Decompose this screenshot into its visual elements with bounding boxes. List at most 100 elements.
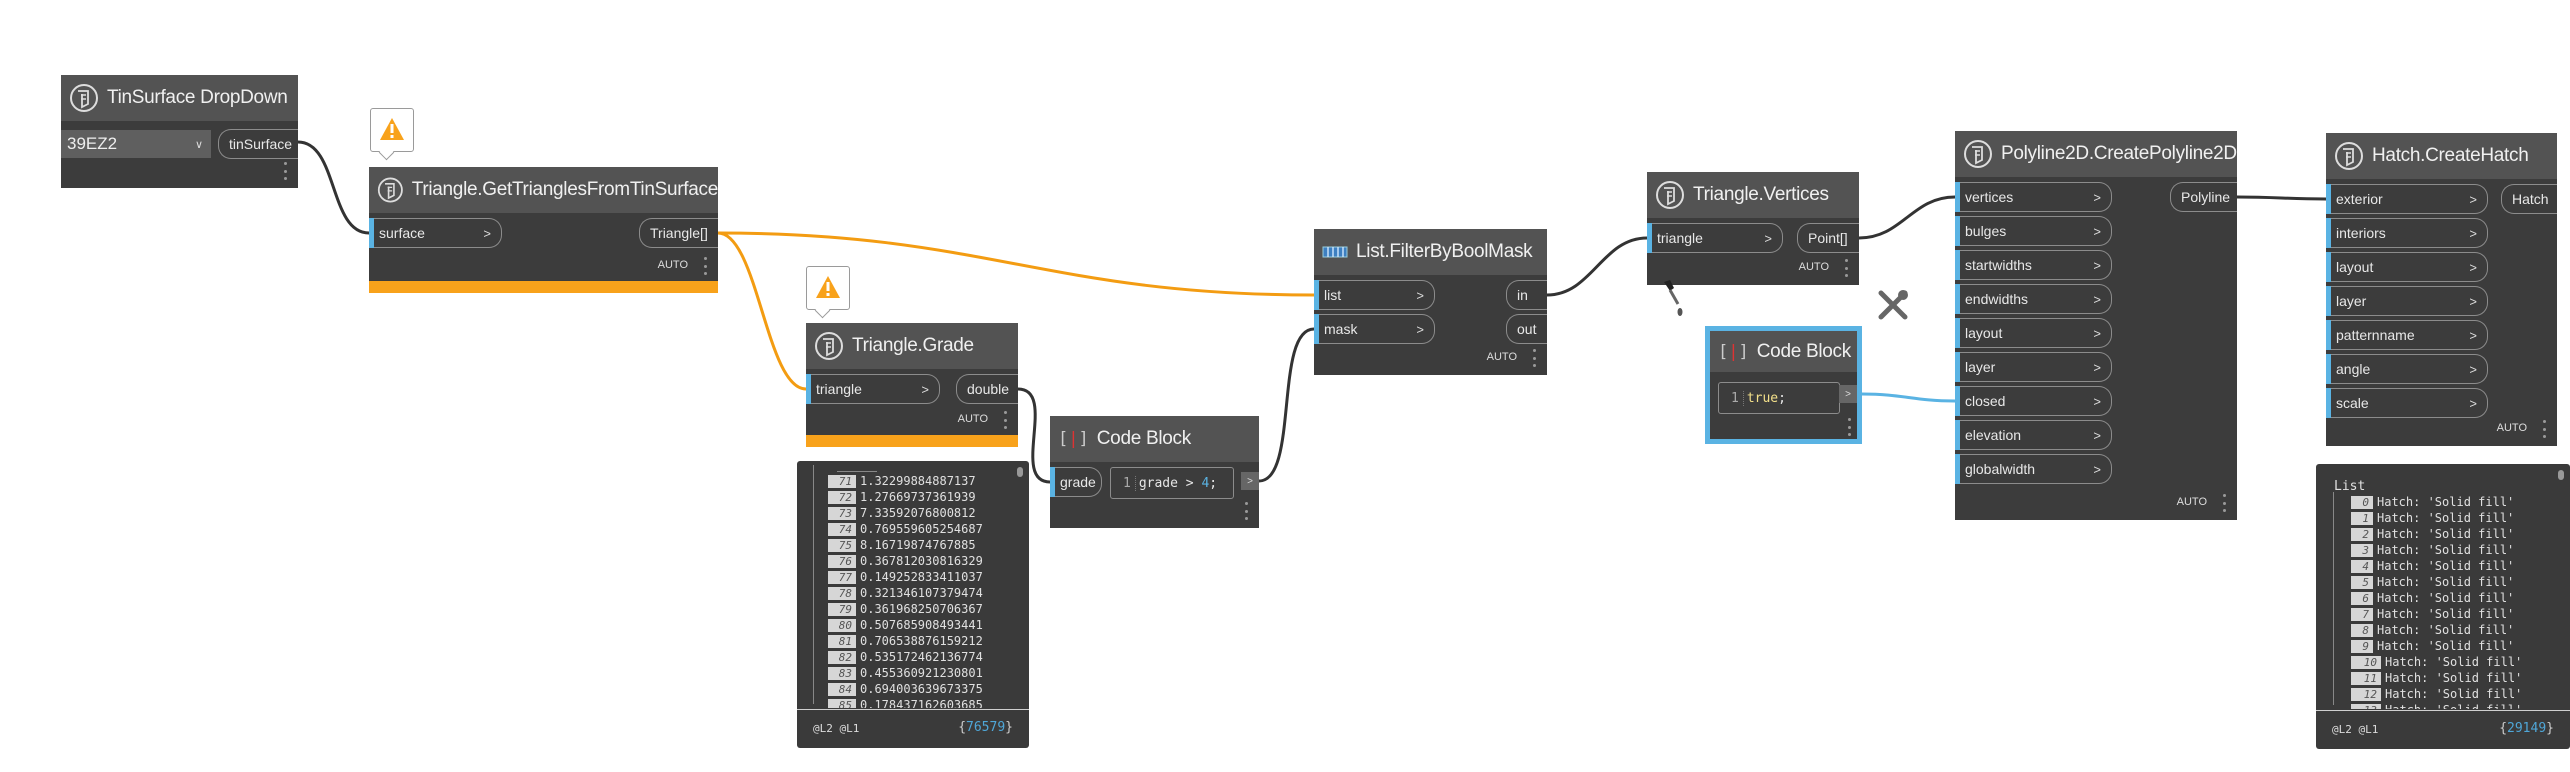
- node-menu-icon[interactable]: [1845, 259, 1849, 277]
- list-value: Hatch: 'Solid fill': [2377, 559, 2515, 573]
- node-header[interactable]: List.FilterByBoolMask: [1314, 229, 1547, 275]
- node-menu-icon[interactable]: [1848, 418, 1852, 436]
- input-port-layout[interactable]: layout>: [1955, 318, 2112, 348]
- scrollbar[interactable]: [2558, 470, 2564, 480]
- input-port-list[interactable]: list>: [1314, 280, 1435, 310]
- list-levels[interactable]: @L2 @L1: [2332, 723, 2379, 736]
- input-port-layer[interactable]: layer>: [1955, 352, 2112, 382]
- wrench-icon[interactable]: [1876, 288, 1910, 322]
- node-polyline[interactable]: Polyline2D.CreatePolyline2D vertices> bulg…: [1955, 131, 2237, 520]
- input-port-scale[interactable]: scale>: [2326, 388, 2488, 418]
- output-port-double[interactable]: double: [956, 374, 1018, 404]
- output-port-tinsurface[interactable]: tinSurface: [218, 129, 298, 159]
- list-index: 1: [2351, 511, 2373, 525]
- input-port-layout[interactable]: layout>: [2326, 252, 2488, 282]
- node-hatch[interactable]: Hatch.CreateHatch exterior> interiors> layo…: [2326, 133, 2557, 446]
- chevron-right-icon: >: [2469, 191, 2477, 207]
- port-label: angle: [2336, 361, 2371, 377]
- input-port-angle[interactable]: angle>: [2326, 354, 2488, 384]
- node-header[interactable]: Triangle.Vertices: [1647, 172, 1859, 218]
- wire-dropdown-to-triangles[interactable]: [297, 140, 370, 235]
- input-port-interiors[interactable]: interiors>: [2326, 218, 2488, 248]
- input-port-layer[interactable]: layer>: [2326, 286, 2488, 316]
- list-item: 13Hatch: 'Solid fill': [2351, 702, 2522, 709]
- input-port-patternname[interactable]: patternname>: [2326, 320, 2488, 350]
- node-header[interactable]: [|]Code Block: [1050, 416, 1259, 462]
- node-menu-icon[interactable]: [1245, 502, 1249, 520]
- input-port-globalwidth[interactable]: globalwidth>: [1955, 454, 2112, 484]
- node-menu-icon[interactable]: [704, 257, 708, 275]
- node-header[interactable]: Hatch.CreateHatch: [2326, 133, 2557, 179]
- node-header[interactable]: Triangle.Grade: [806, 323, 1018, 369]
- node-header[interactable]: Triangle.GetTrianglesFromTinSurface: [369, 167, 718, 213]
- list-levels[interactable]: @L2 @L1: [813, 722, 860, 735]
- list-index: 78: [828, 586, 856, 600]
- output-port[interactable]: >: [1241, 472, 1259, 490]
- node-menu-icon[interactable]: [284, 162, 288, 180]
- wire-polyline-to-hatch[interactable]: [2236, 195, 2327, 201]
- output-port-in[interactable]: in: [1506, 280, 1547, 310]
- input-port-surface[interactable]: surface>: [369, 218, 502, 248]
- node-header[interactable]: Polyline2D.CreatePolyline2D: [1955, 131, 2237, 177]
- node-header[interactable]: [|]Code Block: [1710, 331, 1857, 372]
- node-menu-icon[interactable]: [2223, 494, 2227, 512]
- lacing-label[interactable]: AUTO: [1486, 351, 1517, 363]
- warning-bubble[interactable]: [370, 108, 414, 152]
- output-port-out[interactable]: out: [1506, 314, 1547, 344]
- code-text[interactable]: true;: [1744, 391, 1786, 406]
- chevron-down-icon: ∨: [194, 138, 203, 151]
- lacing-label[interactable]: AUTO: [957, 413, 988, 425]
- output-port-polyline[interactable]: Polyline: [2170, 182, 2237, 212]
- input-port-startwidths[interactable]: startwidths>: [1955, 250, 2112, 280]
- warning-bubble[interactable]: [806, 266, 850, 310]
- input-port-closed[interactable]: closed>: [1955, 386, 2112, 416]
- output-port-point[interactable]: Point[]: [1797, 223, 1859, 253]
- input-port-endwidths[interactable]: endwidths>: [1955, 284, 2112, 314]
- node-menu-icon[interactable]: [2543, 420, 2547, 438]
- node-menu-icon[interactable]: [1533, 349, 1537, 367]
- code-text[interactable]: grade > 4;: [1136, 476, 1217, 491]
- node-header[interactable]: TinSurface DropDown: [61, 75, 298, 121]
- wire-true-to-closed[interactable]: [1861, 392, 1956, 403]
- preview-footer: @L2 @L1{29149}: [2316, 710, 2570, 749]
- port-label: layer: [2336, 293, 2367, 309]
- wire-triangles-to-grade[interactable]: [717, 231, 807, 391]
- input-port-grade[interactable]: grade: [1050, 467, 1102, 497]
- list-value: Hatch: 'Solid fill': [2377, 543, 2515, 557]
- wire-codeblock-to-mask[interactable]: [1258, 327, 1315, 483]
- scrollbar[interactable]: [1017, 467, 1023, 477]
- input-port-triangle[interactable]: triangle>: [806, 374, 940, 404]
- lacing-label[interactable]: AUTO: [1798, 261, 1829, 273]
- surface-dropdown[interactable]: 39EZ2∨: [61, 130, 211, 158]
- tree-line: [2333, 492, 2334, 705]
- lacing-label[interactable]: AUTO: [2496, 422, 2527, 434]
- chevron-right-icon: >: [1416, 321, 1424, 337]
- node-menu-icon[interactable]: [1004, 411, 1008, 429]
- input-port-exterior[interactable]: exterior>: [2326, 184, 2488, 214]
- input-port-triangle[interactable]: triangle>: [1647, 223, 1783, 253]
- input-port-mask[interactable]: mask>: [1314, 314, 1435, 344]
- node-get-triangles[interactable]: Triangle.GetTrianglesFromTinSurface surfa…: [369, 167, 718, 293]
- wire-vertices-to-polyline[interactable]: [1858, 195, 1956, 240]
- node-vertices[interactable]: Triangle.Vertices triangle> Point[] AUTO: [1647, 172, 1859, 285]
- node-dropdown[interactable]: TinSurface DropDown 39EZ2∨tinSurface: [61, 75, 298, 188]
- lacing-label[interactable]: AUTO: [2176, 496, 2207, 508]
- input-port-vertices[interactable]: vertices>: [1955, 182, 2112, 212]
- output-port-hatch[interactable]: Hatch: [2501, 184, 2557, 214]
- lacing-label[interactable]: AUTO: [657, 259, 688, 271]
- output-port[interactable]: >: [1839, 385, 1857, 403]
- chevron-right-icon: >: [2093, 393, 2101, 409]
- input-port-bulges[interactable]: bulges>: [1955, 216, 2112, 246]
- output-port-triangle[interactable]: Triangle[]: [639, 218, 718, 248]
- wire-filter-to-vertices[interactable]: [1546, 236, 1648, 297]
- input-port-elevation[interactable]: elevation>: [1955, 420, 2112, 450]
